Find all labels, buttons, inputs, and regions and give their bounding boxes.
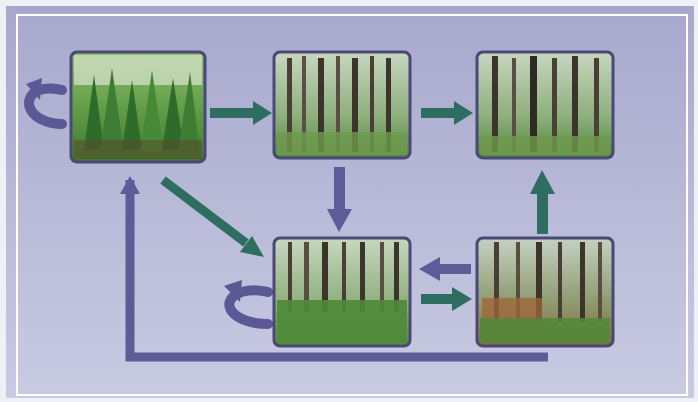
arrow-tall-to-mixed xyxy=(327,167,352,232)
arrow-young-to-tall xyxy=(210,101,272,125)
return-arrow-bottom xyxy=(125,180,548,362)
forest-photo-disturbed xyxy=(475,236,615,348)
forest-photo-young-dense xyxy=(69,50,207,164)
forest-photo-tall-stand xyxy=(272,50,412,160)
self-loop-arrow-young xyxy=(24,78,67,129)
arrow-disturbed-to-old xyxy=(530,170,555,234)
arrow-disturbed-to-mixed xyxy=(419,257,471,281)
self-loop-arrow-mixed xyxy=(224,280,273,329)
arrow-tall-to-old xyxy=(421,101,473,125)
forest-photo-mixed-understory xyxy=(272,236,412,348)
arrow-young-to-mixed xyxy=(160,176,264,257)
panel-inner-border xyxy=(16,14,688,396)
arrow-mixed-to-disturbed xyxy=(421,287,472,311)
return-arrow-head xyxy=(120,176,140,194)
forest-photo-old-open xyxy=(475,50,615,160)
